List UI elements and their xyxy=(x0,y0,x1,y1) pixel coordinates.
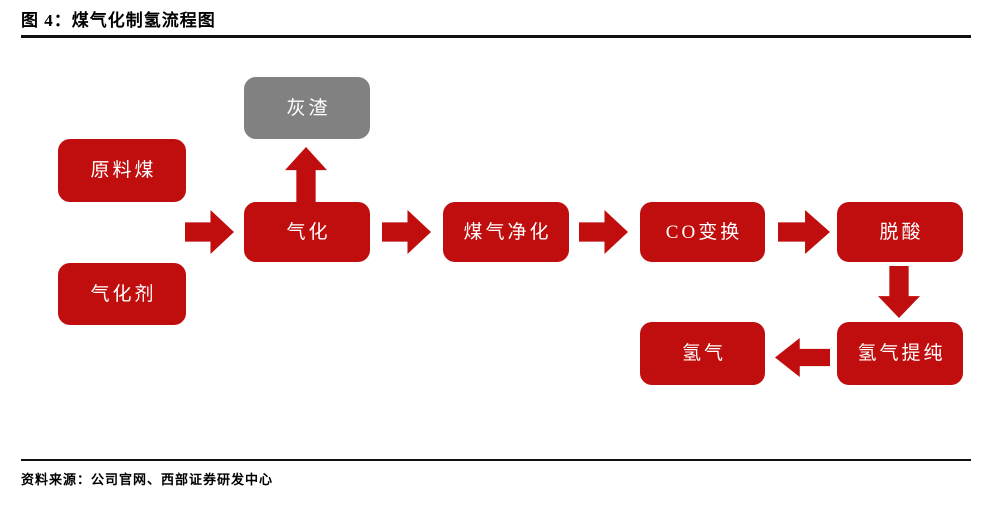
arrow-purification-to-co-shift-icon xyxy=(579,210,628,254)
node-co-shift-label: CO变换 xyxy=(665,221,743,243)
node-gasifying-agent: 气化剂 xyxy=(58,263,186,325)
node-hydrogen-label: 氢气 xyxy=(681,343,726,364)
node-co-shift: CO变换 xyxy=(640,202,765,262)
node-gasification: 气化 xyxy=(244,202,370,262)
node-deacidification-label: 脱酸 xyxy=(879,221,924,243)
arrow-gasification-to-ash-icon xyxy=(285,147,327,202)
node-ash-residue: 灰渣 xyxy=(244,77,370,139)
node-gasifying-agent-label: 气化剂 xyxy=(90,283,157,305)
node-raw-coal-label: 原料煤 xyxy=(90,160,157,181)
node-hydrogen: 氢气 xyxy=(640,322,765,385)
top-divider xyxy=(21,35,971,38)
node-deacidification: 脱酸 xyxy=(837,202,963,262)
node-hydrogen-purification: 氢气提纯 xyxy=(837,322,963,385)
arrow-feed-to-gasification-icon xyxy=(185,210,234,254)
arrow-gasification-to-purification-icon xyxy=(382,210,431,254)
arrow-deacidification-to-h2-purif-icon xyxy=(878,266,920,318)
node-ash-residue-label: 灰渣 xyxy=(286,97,331,119)
arrow-co-shift-to-deacidification-icon xyxy=(778,210,830,254)
bottom-divider xyxy=(21,459,971,461)
node-raw-coal: 原料煤 xyxy=(58,139,186,202)
arrow-h2-purif-to-hydrogen-icon xyxy=(775,338,830,377)
node-gas-purification-label: 煤气净化 xyxy=(463,221,552,243)
source-note: 资料来源：公司官网、西部证券研发中心 xyxy=(21,472,274,487)
node-gasification-label: 气化 xyxy=(286,221,331,243)
node-gas-purification: 煤气净化 xyxy=(443,202,569,262)
node-hydrogen-purification-label: 氢气提纯 xyxy=(857,343,946,364)
figure-title: 图 4：煤气化制氢流程图 xyxy=(21,11,216,30)
